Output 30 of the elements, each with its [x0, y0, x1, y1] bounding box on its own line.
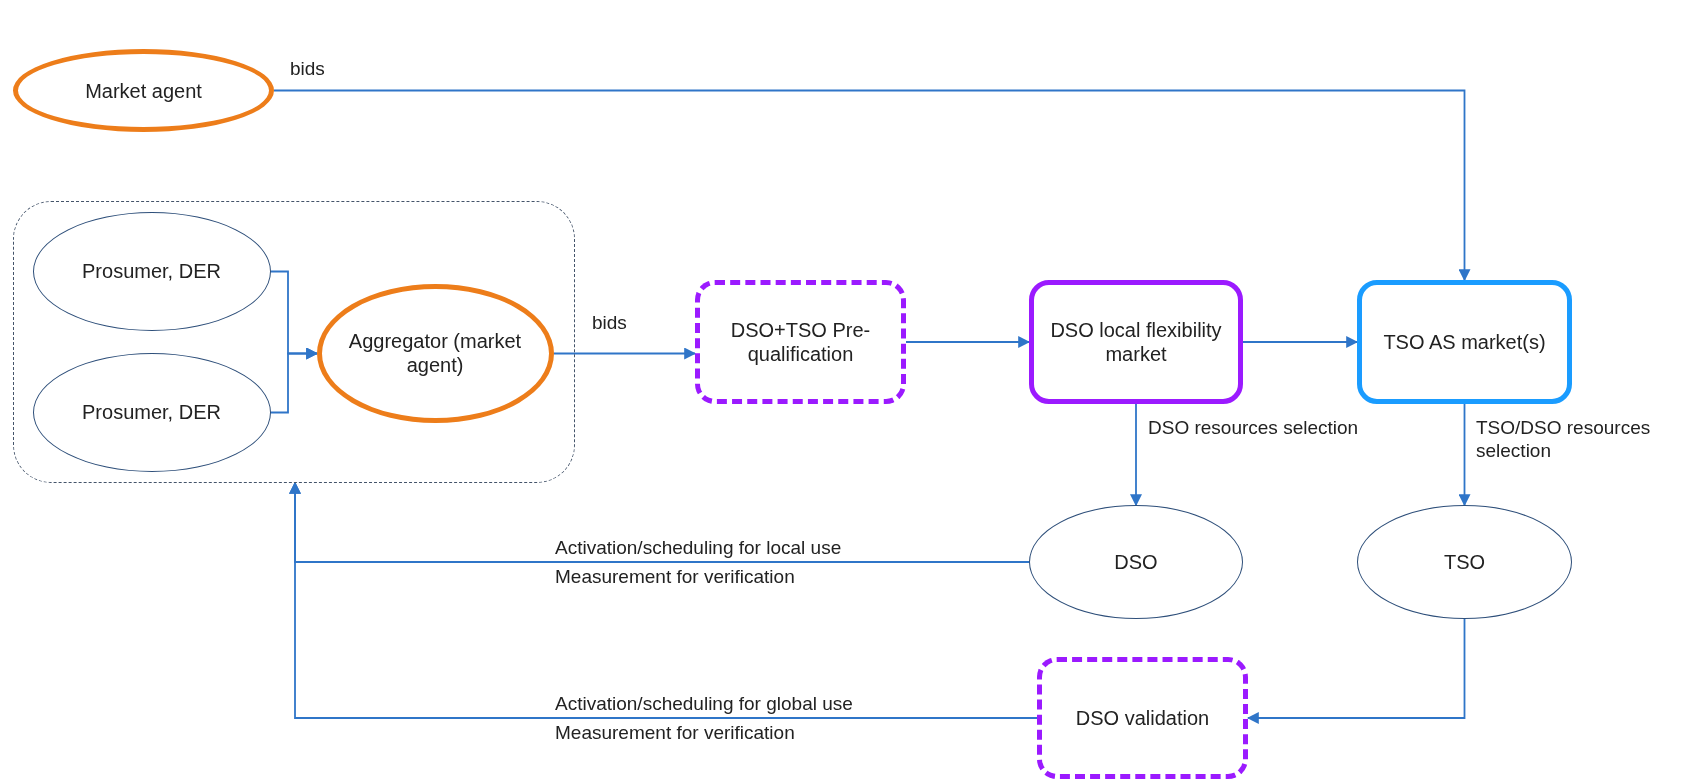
- node-label: TSO AS market(s): [1382, 330, 1547, 354]
- node-label: DSO validation: [1074, 706, 1211, 730]
- participant-ellipse: [32, 211, 271, 331]
- arrow: [289, 481, 1038, 719]
- arrow: [1130, 403, 1142, 507]
- participant-ellipse: [32, 352, 271, 472]
- node-label: Market agent: [84, 78, 203, 103]
- node-label: Prosumer, DER: [81, 400, 222, 424]
- arrow: [905, 336, 1031, 348]
- process-box: [695, 280, 906, 404]
- node-label: Prosumer, DER: [81, 259, 222, 283]
- arrow: [270, 347, 319, 414]
- market-box: [1029, 280, 1243, 404]
- arrow: [273, 89, 1471, 282]
- market-box: [1357, 280, 1572, 404]
- agent-ellipse: [13, 49, 274, 132]
- node-label: DSO local flexibility market: [1049, 318, 1223, 366]
- node-label: TSO: [1442, 550, 1487, 574]
- arrow: [553, 347, 697, 360]
- process-box: [1037, 657, 1248, 779]
- arrow: [1246, 618, 1466, 724]
- agent-ellipse: [316, 283, 554, 423]
- edge-label: Activation/scheduling for local use Measurement for verification: [555, 536, 843, 589]
- edge-label: Activation/scheduling for global use Measurement for verification: [555, 692, 854, 745]
- node-label: DSO: [1113, 550, 1159, 574]
- arrow: [1458, 403, 1471, 507]
- node-label: DSO+TSO Pre-qualification: [729, 318, 872, 366]
- node-label: Aggregator (market agent): [347, 329, 523, 377]
- group-box: [13, 201, 575, 483]
- arrow: [1242, 336, 1359, 348]
